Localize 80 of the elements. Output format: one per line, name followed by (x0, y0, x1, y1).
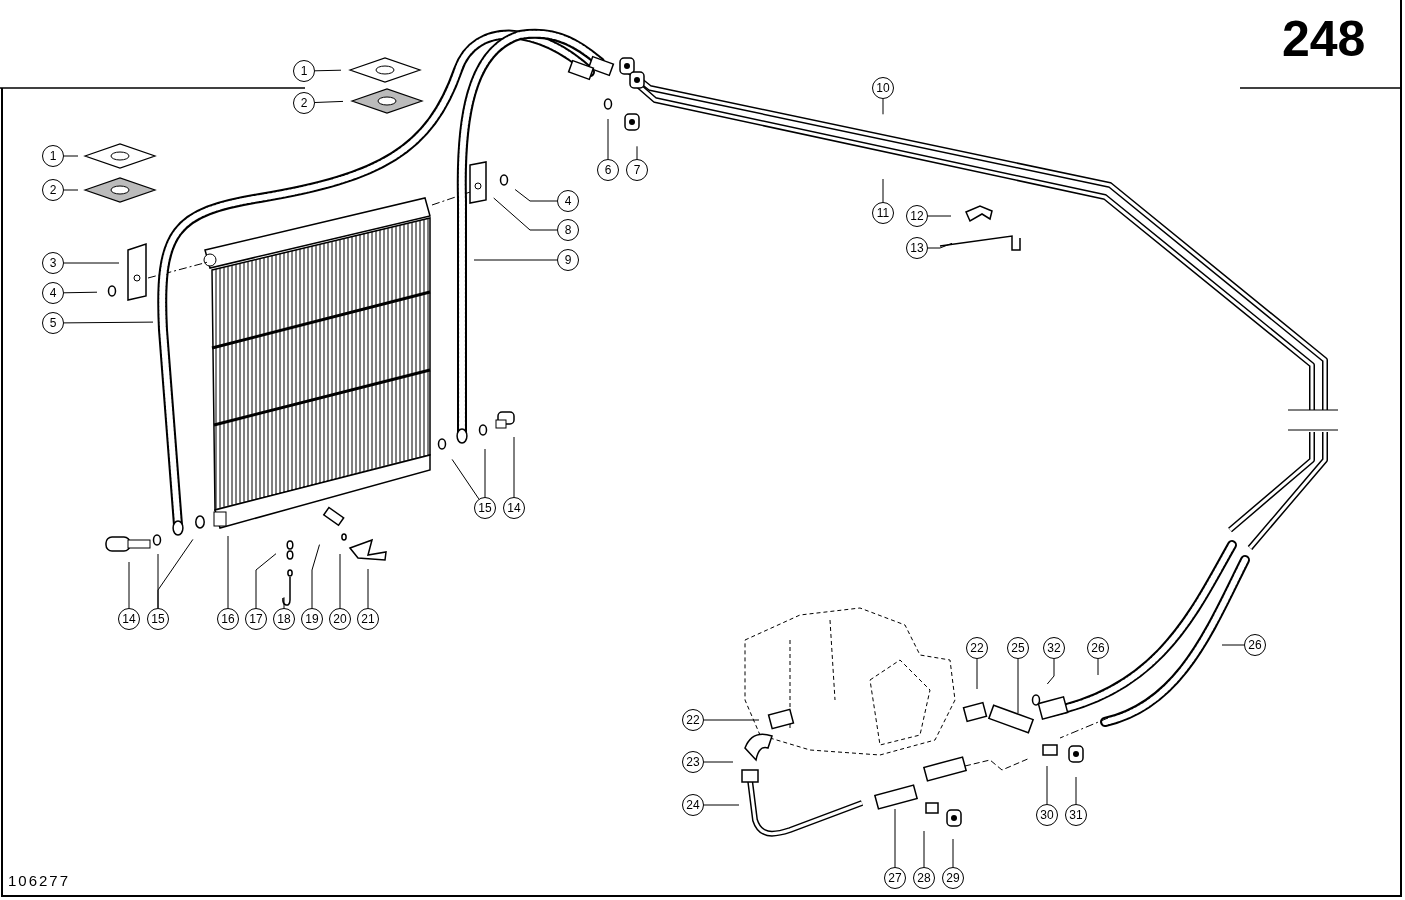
callout-number: 12 (906, 205, 928, 227)
leader-line (314, 69, 342, 72)
callout-number: 17 (245, 608, 267, 630)
leader-line (157, 538, 194, 609)
leader-line (1046, 658, 1055, 685)
leader-line (255, 553, 277, 609)
leader-line (976, 658, 978, 690)
leader-line (63, 321, 154, 324)
leader-line (952, 838, 954, 868)
leader-line (283, 596, 285, 609)
callout-number: 15 (147, 608, 169, 630)
callout-number: 31 (1065, 804, 1087, 826)
callout-number: 24 (682, 794, 704, 816)
callout-number: 3 (42, 252, 64, 274)
callout-number: 10 (872, 77, 894, 99)
leader-line (311, 544, 320, 609)
callout-number: 6 (597, 159, 619, 181)
callout-number: 9 (557, 249, 579, 271)
callout-number: 8 (557, 219, 579, 241)
leader-line (484, 448, 486, 498)
callout-number: 4 (42, 282, 64, 304)
leader-line (493, 197, 558, 231)
leader-line (703, 804, 740, 806)
leader-line (882, 178, 884, 203)
callout-number: 29 (942, 867, 964, 889)
callout-number: 18 (273, 608, 295, 630)
callout-number: 2 (293, 92, 315, 114)
callout-number: 30 (1036, 804, 1058, 826)
leader-line (1097, 658, 1099, 676)
leader-line (63, 155, 79, 157)
page-number: 248 (1282, 14, 1366, 64)
leader-line (63, 262, 120, 264)
leader-line (339, 553, 341, 609)
leader-line (703, 719, 760, 721)
leader-line (703, 761, 734, 763)
callout-number: 21 (357, 608, 379, 630)
leader-line (1017, 658, 1019, 714)
leader-line (473, 259, 558, 261)
callout-number: 32 (1043, 637, 1065, 659)
leader-line (63, 189, 79, 191)
callout-number: 19 (301, 608, 323, 630)
callout-number: 7 (626, 159, 648, 181)
callout-number: 15 (474, 497, 496, 519)
callout-number: 23 (682, 751, 704, 773)
leader-line (894, 808, 896, 868)
callout-number: 14 (503, 497, 525, 519)
callout-number: 1 (42, 145, 64, 167)
callout-number: 22 (966, 637, 988, 659)
leader-line (1075, 776, 1077, 805)
callout-number: 16 (217, 608, 239, 630)
drawing-number: 106277 (8, 873, 71, 888)
leader-line (227, 535, 229, 609)
leader-line (367, 568, 369, 609)
leader-line (513, 436, 515, 498)
leader-line (63, 291, 98, 294)
leader-line (927, 242, 953, 249)
leader-line (128, 561, 130, 609)
callout-number: 13 (906, 237, 928, 259)
callout-number: 25 (1007, 637, 1029, 659)
leader-line (514, 189, 558, 202)
leader-line (927, 215, 952, 217)
callout-number: 1 (293, 60, 315, 82)
leader-line (314, 100, 344, 103)
callout-number: 2 (42, 179, 64, 201)
leader-line (636, 145, 638, 160)
callout-number: 4 (557, 190, 579, 212)
leader-line (923, 830, 925, 868)
leader-line (1046, 765, 1048, 805)
leader-line (882, 98, 884, 115)
callout-number: 27 (884, 867, 906, 889)
callout-number: 26 (1244, 634, 1266, 656)
leader-line (607, 118, 609, 160)
callout-number: 14 (118, 608, 140, 630)
callout-number: 22 (682, 709, 704, 731)
callout-number: 5 (42, 312, 64, 334)
callout-number: 28 (913, 867, 935, 889)
callout-number: 11 (872, 202, 894, 224)
leader-line (1221, 644, 1245, 646)
callout-number: 26 (1087, 637, 1109, 659)
callout-number: 20 (329, 608, 351, 630)
